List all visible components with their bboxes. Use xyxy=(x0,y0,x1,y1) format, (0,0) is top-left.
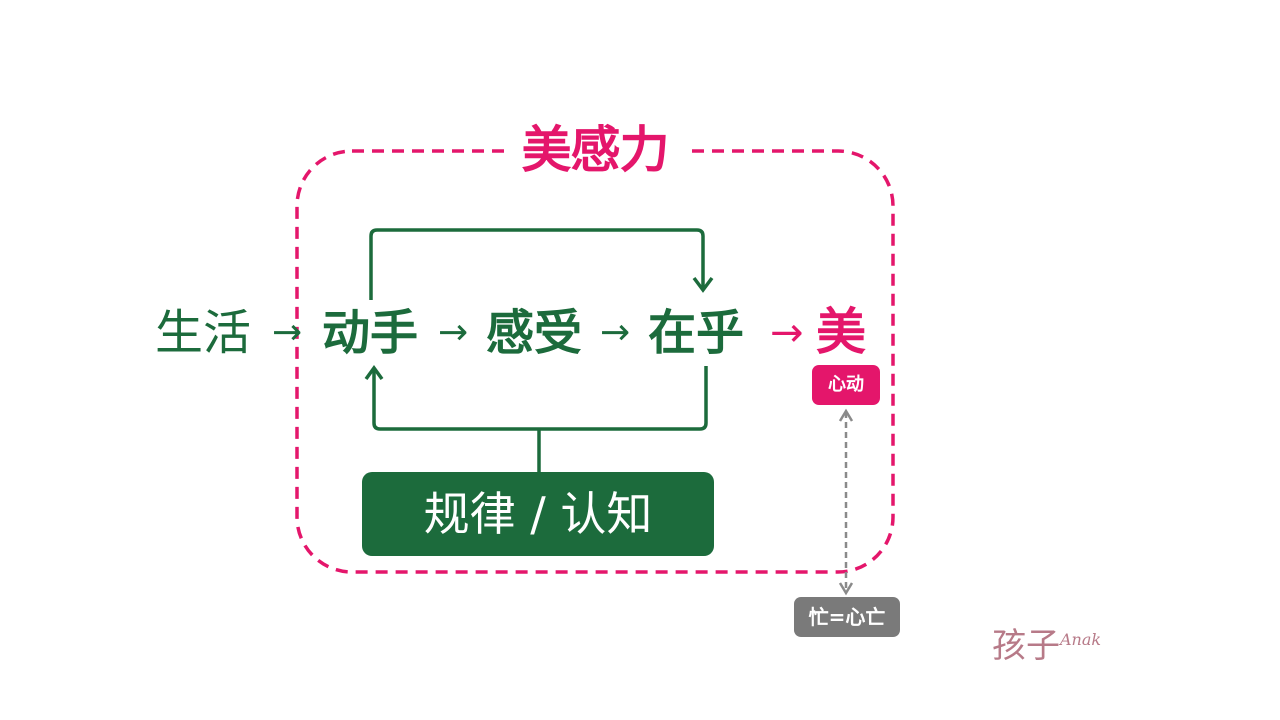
top-loop-connector xyxy=(369,228,705,300)
frame-title: 美感力 xyxy=(505,115,685,185)
arrow-1: → xyxy=(272,312,303,353)
node-care: 在乎 xyxy=(648,305,745,361)
bottom-loop-connector xyxy=(372,366,708,431)
arrow-3: → xyxy=(600,312,631,353)
contrast-arrowhead-top xyxy=(838,408,854,422)
busy-badge: 忙=心亡 xyxy=(794,597,900,637)
top-loop-arrowhead xyxy=(692,276,714,293)
brand-logo: 孩子Anak xyxy=(992,618,1101,667)
node-life: 生活 xyxy=(155,305,252,361)
logo-en: Anak xyxy=(1060,630,1102,649)
arrow-4: → xyxy=(770,310,804,356)
heartbeat-badge: 心动 xyxy=(812,365,880,405)
logo-zh: 孩子 xyxy=(992,626,1060,666)
arrow-2: → xyxy=(438,312,469,353)
bottom-loop-arrowhead xyxy=(364,365,384,381)
node-feel: 感受 xyxy=(486,305,583,361)
rule-cognition-box: 规律 / 认知 xyxy=(362,472,714,556)
contrast-arrowhead-bottom xyxy=(838,582,854,596)
node-beauty: 美 xyxy=(816,303,866,361)
node-hands-on: 动手 xyxy=(322,305,419,361)
